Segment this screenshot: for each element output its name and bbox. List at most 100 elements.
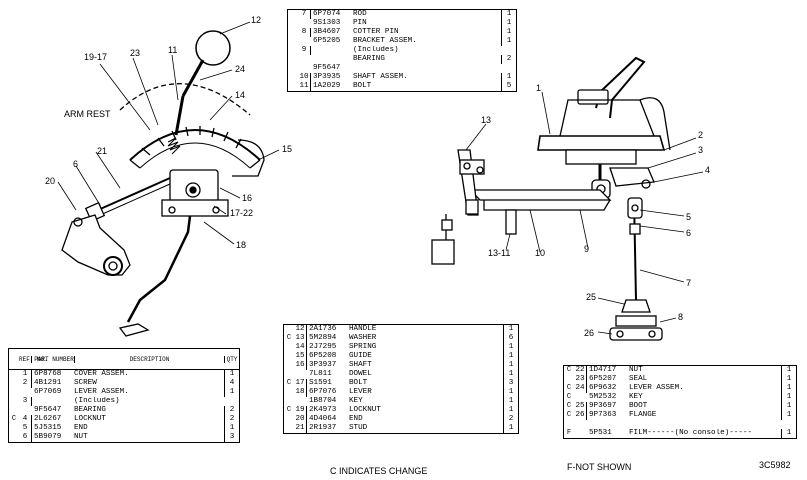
part-number: 5B9079 bbox=[34, 433, 62, 441]
leader-lines-right bbox=[465, 91, 704, 335]
quantity: 2 bbox=[503, 415, 518, 424]
ref-number: 14 bbox=[294, 343, 307, 352]
callout-9: 9 bbox=[584, 244, 590, 254]
row-mark: C bbox=[566, 366, 572, 374]
quantity: 1 bbox=[503, 424, 518, 433]
quantity: 1 bbox=[503, 352, 518, 361]
quantity: 4 bbox=[224, 379, 239, 388]
part-number: 6P7076 bbox=[309, 388, 337, 396]
ref-number: 20 bbox=[294, 415, 307, 424]
part-number: 9F5647 bbox=[34, 406, 62, 414]
ref-number: 25 bbox=[574, 402, 587, 411]
description: BOOT bbox=[629, 402, 648, 410]
part-number: 2A1736 bbox=[309, 325, 337, 333]
quantity: 2 bbox=[224, 406, 239, 415]
row-mark: C bbox=[286, 379, 292, 387]
description: LEVER ASSEM. bbox=[74, 388, 129, 396]
description: (Includes) bbox=[74, 397, 120, 405]
row-mark: C bbox=[286, 334, 292, 342]
description: HANDLE bbox=[349, 325, 377, 333]
table-row: BEARING 2 bbox=[288, 55, 516, 64]
arm-rest-label: ARM REST bbox=[64, 109, 111, 119]
quantity: 1 bbox=[781, 411, 796, 420]
part-number: 5M2532 bbox=[589, 393, 617, 401]
quantity: 1 bbox=[781, 393, 796, 402]
part-number: 1D4717 bbox=[589, 366, 617, 374]
ref-number: 23 bbox=[574, 375, 587, 384]
description: BEARING bbox=[353, 55, 385, 63]
callout-3: 3 bbox=[698, 145, 704, 155]
part-number: 6P9632 bbox=[589, 384, 617, 392]
callout-19-17: 19-17 bbox=[84, 52, 108, 62]
part-number: 3B4607 bbox=[313, 28, 341, 36]
description: SPRING bbox=[349, 343, 377, 351]
table-header: REF. NO. PART NUMBER DESCRIPTION QTY bbox=[9, 349, 239, 370]
quantity: 2 bbox=[224, 415, 239, 424]
quantity: 1 bbox=[501, 28, 516, 37]
description: DOWEL bbox=[349, 370, 372, 378]
description: PIN bbox=[353, 19, 367, 27]
description: BRACKET ASSEM. bbox=[353, 37, 417, 45]
ref-number: 4 bbox=[19, 415, 32, 424]
quantity: 1 bbox=[503, 406, 518, 415]
callout-10: 10 bbox=[535, 248, 546, 258]
part-number: 1A2029 bbox=[313, 82, 341, 90]
ref-number: 5 bbox=[19, 424, 32, 433]
ref-number: 21 bbox=[294, 424, 307, 433]
callout-25: 25 bbox=[586, 292, 597, 302]
description: KEY bbox=[629, 393, 643, 401]
leader-lines-left bbox=[57, 21, 280, 245]
row-mark: C bbox=[566, 393, 572, 401]
description: ROD bbox=[353, 10, 367, 18]
row-mark: C bbox=[286, 406, 292, 414]
quantity: 1 bbox=[501, 73, 516, 82]
ref-number: 24 bbox=[574, 384, 587, 393]
description: BOLT bbox=[349, 379, 368, 387]
quantity: 1 bbox=[781, 375, 796, 384]
description: FILM------(No console)----- bbox=[629, 429, 753, 437]
part-number: 6P5205 bbox=[313, 37, 341, 45]
ref-number: 15 bbox=[294, 352, 307, 361]
quantity: 1 bbox=[503, 343, 518, 352]
callout-15: 15 bbox=[282, 144, 293, 154]
quantity: 2 bbox=[501, 55, 516, 64]
table-row: 9(Includes) bbox=[288, 46, 516, 55]
quantity: 1 bbox=[503, 397, 518, 406]
table-row: 9F5647 BEARING 2 bbox=[9, 406, 239, 415]
description: LEVER bbox=[349, 388, 372, 396]
quantity: 3 bbox=[503, 379, 518, 388]
part-number: 5M2894 bbox=[309, 334, 337, 342]
part-number: 5P531 bbox=[589, 429, 612, 437]
quantity: 1 bbox=[501, 19, 516, 28]
quantity: 1 bbox=[224, 370, 239, 379]
figure-id: 3C5982 bbox=[759, 460, 791, 470]
description: BEARING bbox=[74, 406, 106, 414]
callout-7: 7 bbox=[686, 278, 692, 288]
quantity: 3 bbox=[224, 433, 239, 442]
part-number: 4D4064 bbox=[309, 415, 337, 423]
table-row: 3(Includes) bbox=[9, 397, 239, 406]
ref-number: 2 bbox=[19, 379, 32, 388]
quantity: 1 bbox=[501, 10, 516, 19]
callout-17-22: 17-22 bbox=[230, 208, 254, 218]
description: SEAL bbox=[629, 375, 648, 383]
part-number: 2R1937 bbox=[309, 424, 337, 432]
